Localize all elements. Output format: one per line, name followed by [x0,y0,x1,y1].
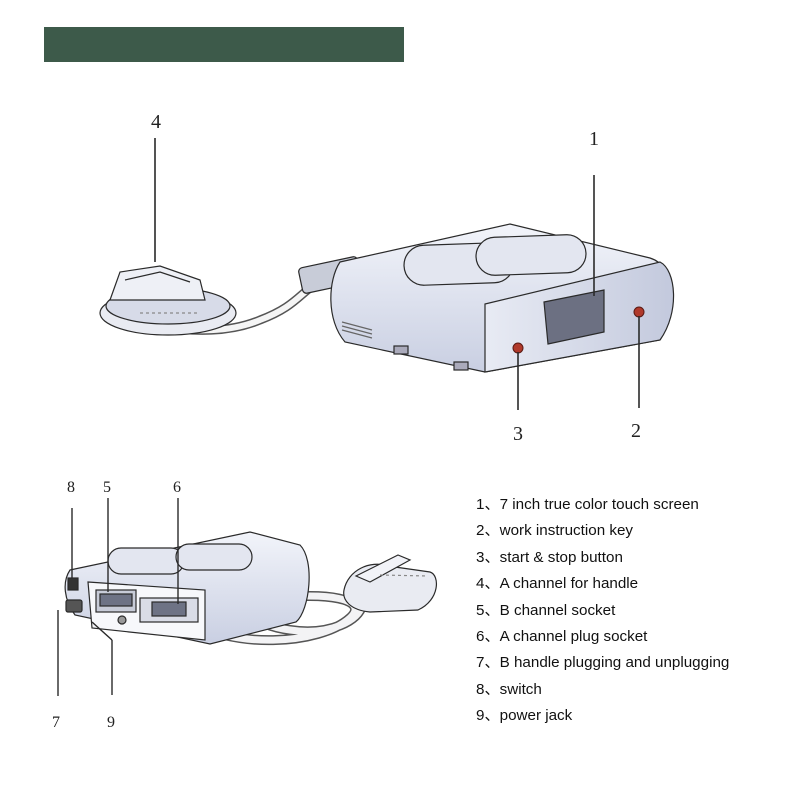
callout-2: 2 [631,420,641,442]
top-handle [99,265,237,336]
top-leader-lines [154,138,640,410]
start-stop-button-marker [512,342,524,354]
legend-item-b-channel-socket: 5、B channel socket [476,601,616,619]
header-bar [44,27,404,62]
callout-1: 1 [589,128,599,150]
top-device-illustration [99,223,675,373]
legend-item-a-channel-handle: 4、A channel for handle [476,575,639,593]
legend-item-power-jack: 9、power jack [476,707,573,725]
legend-item-b-handle-plugging: 7、B handle plugging and unplugging [476,654,730,672]
callout-6: 6 [173,479,181,496]
bottom-device-illustration [64,531,437,646]
work-instruction-key-marker [633,306,645,318]
legend-item-work-instruction-key: 2、work instruction key [476,522,633,540]
callout-5: 5 [103,479,111,496]
legend-item-a-channel-plug-socket: 6、A channel plug socket [476,627,648,645]
callout-9: 9 [107,714,115,731]
legend-item-touch-screen: 1、7 inch true color touch screen [476,496,699,513]
callout-7: 7 [52,714,60,731]
legend-item-start-stop-button: 3、start & stop button [476,548,623,566]
component-legend: 1、7 inch true color touch screen 2、work … [476,492,729,730]
callout-8: 8 [67,479,75,496]
legend-item-switch: 8、switch [476,680,542,698]
callout-3: 3 [513,423,523,445]
bottom-leader-lines [57,498,179,696]
callout-4: 4 [151,111,161,133]
